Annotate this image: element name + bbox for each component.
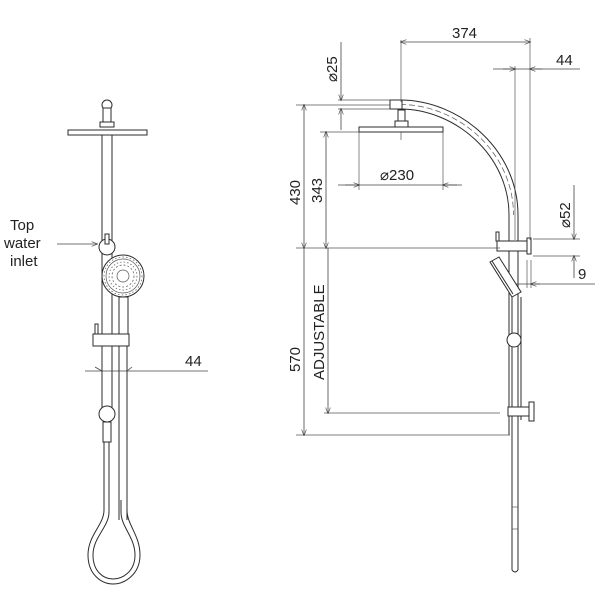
curved-arm bbox=[390, 99, 519, 240]
hand-shower-handle bbox=[118, 296, 129, 336]
arm-diameter-dim-value: ⌀25 bbox=[324, 56, 341, 82]
front-offset-dim-value: 44 bbox=[185, 353, 202, 370]
upper-bracket-side bbox=[495, 231, 532, 255]
inlet-label-line1: Top bbox=[10, 217, 34, 234]
gap-dim-value: 9 bbox=[578, 266, 586, 283]
shower-arm-knob bbox=[99, 99, 115, 128]
adjustable-dim-label: ADJUSTABLE bbox=[311, 284, 328, 380]
upper-height-dim-value: 430 bbox=[287, 180, 304, 205]
arm-reach-dim-value: 374 bbox=[452, 25, 477, 42]
front-view: Top water inlet 44 bbox=[3, 99, 208, 585]
side-view: 374 44 ⌀25 430 343 ⌀230 bbox=[287, 25, 595, 573]
rain-head-side bbox=[358, 126, 444, 133]
head-diameter-dim-value: ⌀230 bbox=[380, 167, 414, 184]
rain-head-front bbox=[67, 129, 148, 136]
hand-shower-head bbox=[101, 254, 145, 298]
middle-bracket bbox=[506, 332, 522, 348]
wall-offset-dim-value: 44 bbox=[556, 52, 573, 69]
slider-bracket bbox=[92, 323, 130, 347]
lower-bracket bbox=[98, 405, 116, 423]
head-drop-dim-value: 343 bbox=[309, 178, 326, 203]
inlet-label-line2: water bbox=[3, 235, 41, 252]
lower-bracket-side bbox=[507, 401, 535, 422]
hand-shower-side bbox=[489, 256, 522, 298]
bracket-diameter-dim-value: ⌀52 bbox=[557, 202, 574, 228]
hose bbox=[87, 442, 141, 585]
inlet-label-line3: inlet bbox=[10, 253, 38, 270]
lower-height-dim-value: 570 bbox=[287, 347, 304, 372]
